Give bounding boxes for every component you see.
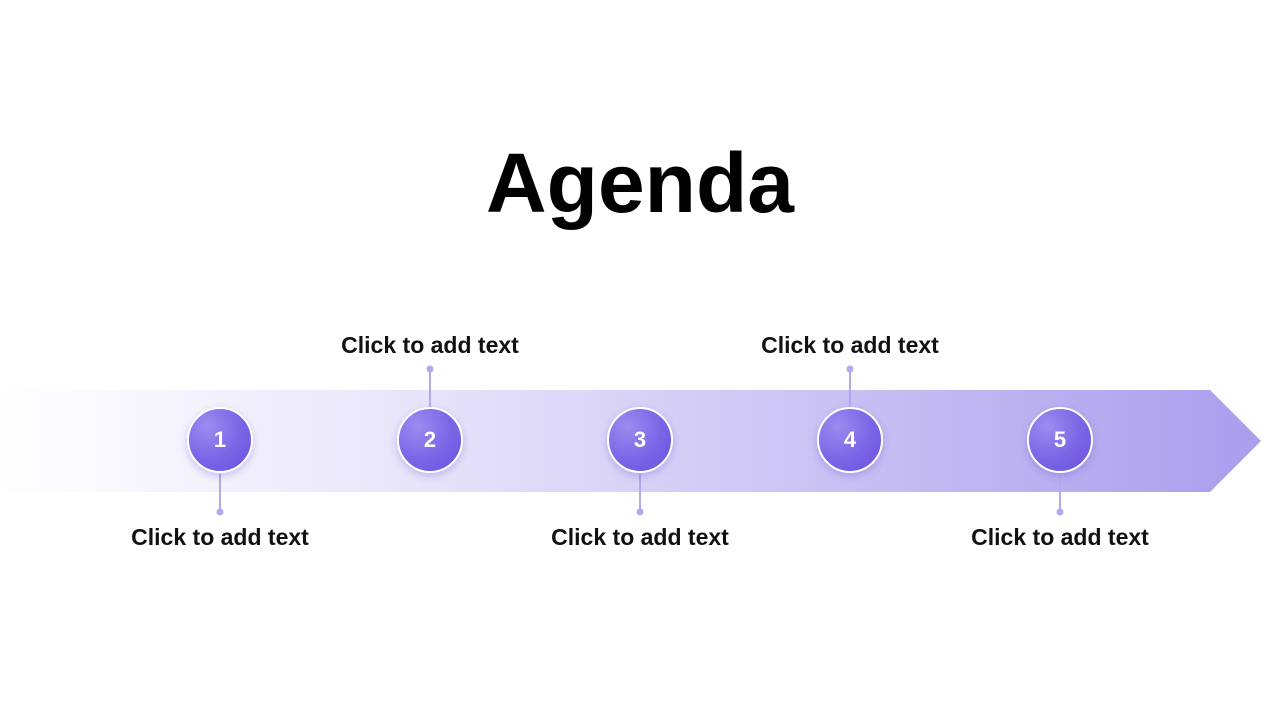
- connector-3: [636, 474, 644, 516]
- step-circle-2: 2: [397, 407, 463, 473]
- step-circle-4: 4: [817, 407, 883, 473]
- step-text-3[interactable]: Click to add text: [551, 524, 729, 550]
- step-circle-5: 5: [1027, 407, 1093, 473]
- slide-title[interactable]: Agenda: [485, 136, 795, 230]
- step-text-2[interactable]: Click to add text: [341, 332, 519, 358]
- connector-2: [426, 365, 434, 407]
- step-text-1[interactable]: Click to add text: [131, 524, 309, 550]
- connector-5: [1056, 474, 1064, 516]
- step-circle-3: 3: [607, 407, 673, 473]
- step-text-5[interactable]: Click to add text: [971, 524, 1149, 550]
- connector-4: [846, 365, 854, 407]
- connector-1: [216, 474, 224, 516]
- step-text-4[interactable]: Click to add text: [761, 332, 939, 358]
- step-circle-1: 1: [187, 407, 253, 473]
